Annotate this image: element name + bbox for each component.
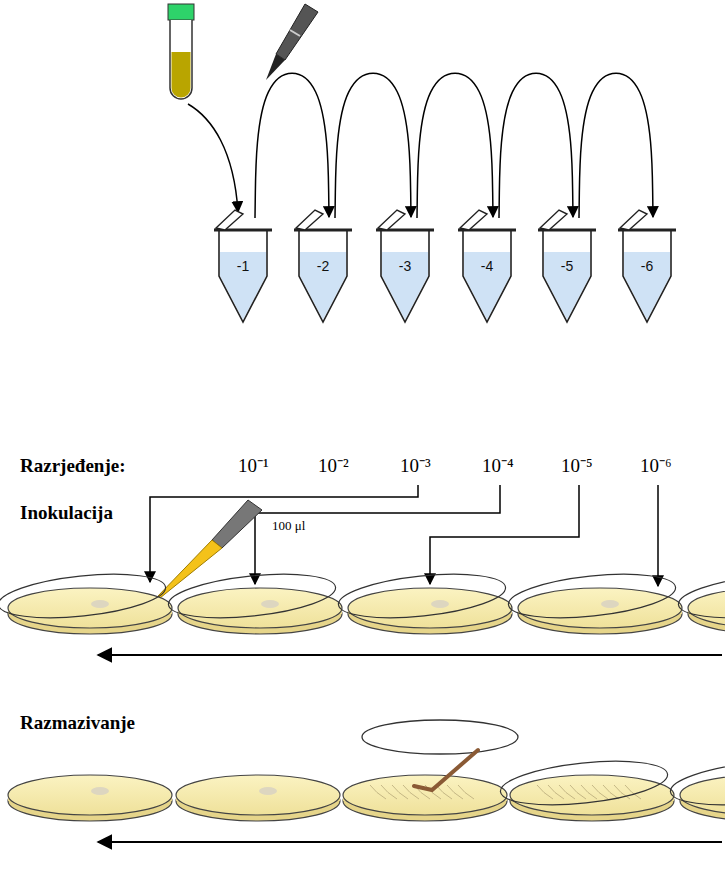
- petri-dish: [0, 567, 172, 634]
- dilution-number: -6: [617, 258, 677, 274]
- petri-dish: [668, 754, 725, 821]
- transfer-arrow: [188, 104, 238, 212]
- petri-dish: [343, 775, 507, 821]
- dilution-number: -5: [537, 258, 597, 274]
- transfer-arrow: [335, 73, 411, 218]
- row-label: Razrjeđenje:: [20, 455, 126, 477]
- petri-dish: [498, 754, 674, 821]
- inoculation-lines: [150, 485, 658, 586]
- culture-tube: [168, 4, 194, 99]
- volume-label: 100 μl: [272, 519, 305, 534]
- petri-dish: [166, 567, 342, 634]
- dilution-tube: -6: [617, 218, 677, 326]
- petri-dish: [676, 567, 725, 634]
- transfer-arrow: [417, 73, 493, 218]
- petri-dish: [336, 567, 512, 634]
- petri-dish-row: [8, 754, 725, 821]
- dilution-number: -2: [293, 258, 353, 274]
- dilution-number: -3: [375, 258, 435, 274]
- dilution-label: 10⁻⁴: [482, 455, 514, 477]
- row-label: Inokulacija: [20, 502, 113, 524]
- row-label: Razmazivanje: [20, 712, 135, 734]
- transfer-arrow: [499, 73, 573, 218]
- direction-arrow: [98, 841, 722, 843]
- direction-arrow: [98, 654, 722, 656]
- dilution-number: -4: [457, 258, 517, 274]
- transfer-arrow: [255, 73, 329, 218]
- dilution-number: -1: [213, 258, 273, 274]
- spreader: [414, 750, 478, 790]
- dilution-label: 10⁻³: [400, 455, 431, 477]
- petri-dish-row: [0, 567, 725, 634]
- dilution-tube: -3: [375, 218, 435, 326]
- dilution-tube: -5: [537, 218, 597, 326]
- petri-dish: [176, 775, 340, 821]
- micropipette: [266, 4, 318, 80]
- dilution-label: 10⁻⁵: [561, 455, 593, 477]
- dilution-tube: -4: [457, 218, 517, 326]
- transfer-arrow: [579, 73, 653, 218]
- dilution-label: 10⁻²: [318, 455, 349, 477]
- petri-dish: [8, 775, 172, 821]
- petri-lid: [362, 720, 518, 754]
- dilution-label: 10⁻¹: [238, 455, 269, 477]
- petri-dish: [506, 567, 682, 634]
- dilution-tube: -1: [213, 218, 273, 326]
- dilution-tube: -2: [293, 218, 353, 326]
- dilution-label: 10⁻⁶: [640, 455, 672, 477]
